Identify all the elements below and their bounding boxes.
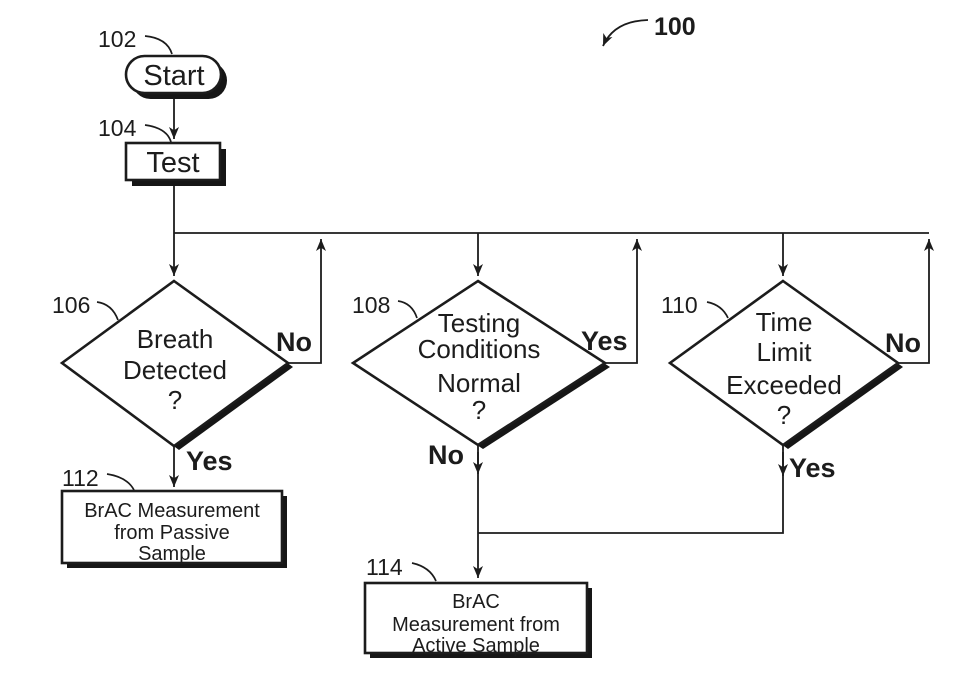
conditions-line-1: Testing <box>438 308 520 338</box>
connector-timelimit-no-return <box>898 239 934 364</box>
connectors <box>169 93 934 578</box>
conditions-line-4: ? <box>472 395 486 425</box>
timelimit-line-4: ? <box>777 400 791 430</box>
breath-line-2: Detected <box>123 355 227 385</box>
conditions-yes-label: Yes <box>581 326 628 356</box>
breath-no-label: No <box>276 327 312 357</box>
timelimit-line-3: Exceeded <box>726 370 842 400</box>
start-shape <box>124 54 223 95</box>
leader-114 <box>411 562 437 582</box>
ref-label-106: 106 <box>52 292 90 318</box>
start-label: Start <box>143 60 204 92</box>
timelimit-line-2: Limit <box>757 337 813 367</box>
conditions-line-3: Normal <box>437 368 521 398</box>
node-test: 104 Test <box>98 115 226 186</box>
leader-112 <box>106 473 135 491</box>
breath-line-1: Breath <box>137 324 214 354</box>
ref-label-102: 102 <box>98 26 136 52</box>
test-shape <box>124 141 222 182</box>
connector-conditions-yes-return <box>605 239 642 364</box>
breath-diamond <box>59 279 291 448</box>
active-box <box>363 581 589 655</box>
conditions-line-2: Conditions <box>418 334 541 364</box>
ref-label-110: 110 <box>661 292 698 318</box>
active-line-1: BrAC <box>452 591 500 613</box>
timelimit-line-1: Time <box>756 307 813 337</box>
test-label: Test <box>146 147 199 179</box>
passive-line-1: BrAC Measurement <box>84 500 260 522</box>
active-line-3: Active Sample <box>412 635 540 657</box>
leader-110 <box>706 301 729 319</box>
passive-line-2: from Passive <box>114 522 230 544</box>
node-brac-passive: 112 BrAC Measurement from Passive Sample <box>60 465 287 568</box>
connector-breath-no-return <box>288 239 326 364</box>
passive-box <box>60 489 284 565</box>
timelimit-yes-label: Yes <box>789 453 836 483</box>
figure-ref-group: 100 <box>602 13 696 47</box>
leader-104 <box>144 124 172 143</box>
leader-108 <box>397 300 418 319</box>
ref-label-108: 108 <box>352 292 390 318</box>
node-start: 102 Start <box>98 26 227 99</box>
connector-timelimit-yes-join <box>478 445 784 534</box>
breath-yes-label: Yes <box>186 446 233 476</box>
ref-label-114: 114 <box>366 554 403 580</box>
figure-ref-arrow <box>602 19 649 47</box>
leader-102 <box>144 35 173 55</box>
passive-line-3: Sample <box>138 543 206 565</box>
decision-breath-detected: 106 Breath Detected ? No Yes <box>52 279 312 476</box>
decision-testing-conditions: 108 Testing Conditions Normal ? Yes No <box>350 279 628 470</box>
decision-time-limit: 110 Time Limit Exceeded ? No Yes <box>661 279 921 483</box>
figure-ref-label: 100 <box>654 13 696 41</box>
leader-106 <box>96 301 119 321</box>
active-line-2: Measurement from <box>392 614 560 636</box>
node-brac-active: 114 BrAC Measurement from Active Sample <box>363 554 592 658</box>
breath-line-3: ? <box>168 385 182 415</box>
conditions-no-label: No <box>428 440 464 470</box>
timelimit-no-label: No <box>885 328 921 358</box>
ref-label-112: 112 <box>62 465 99 491</box>
ref-label-104: 104 <box>98 115 137 141</box>
conditions-diamond <box>350 279 608 447</box>
timelimit-diamond <box>667 279 901 447</box>
